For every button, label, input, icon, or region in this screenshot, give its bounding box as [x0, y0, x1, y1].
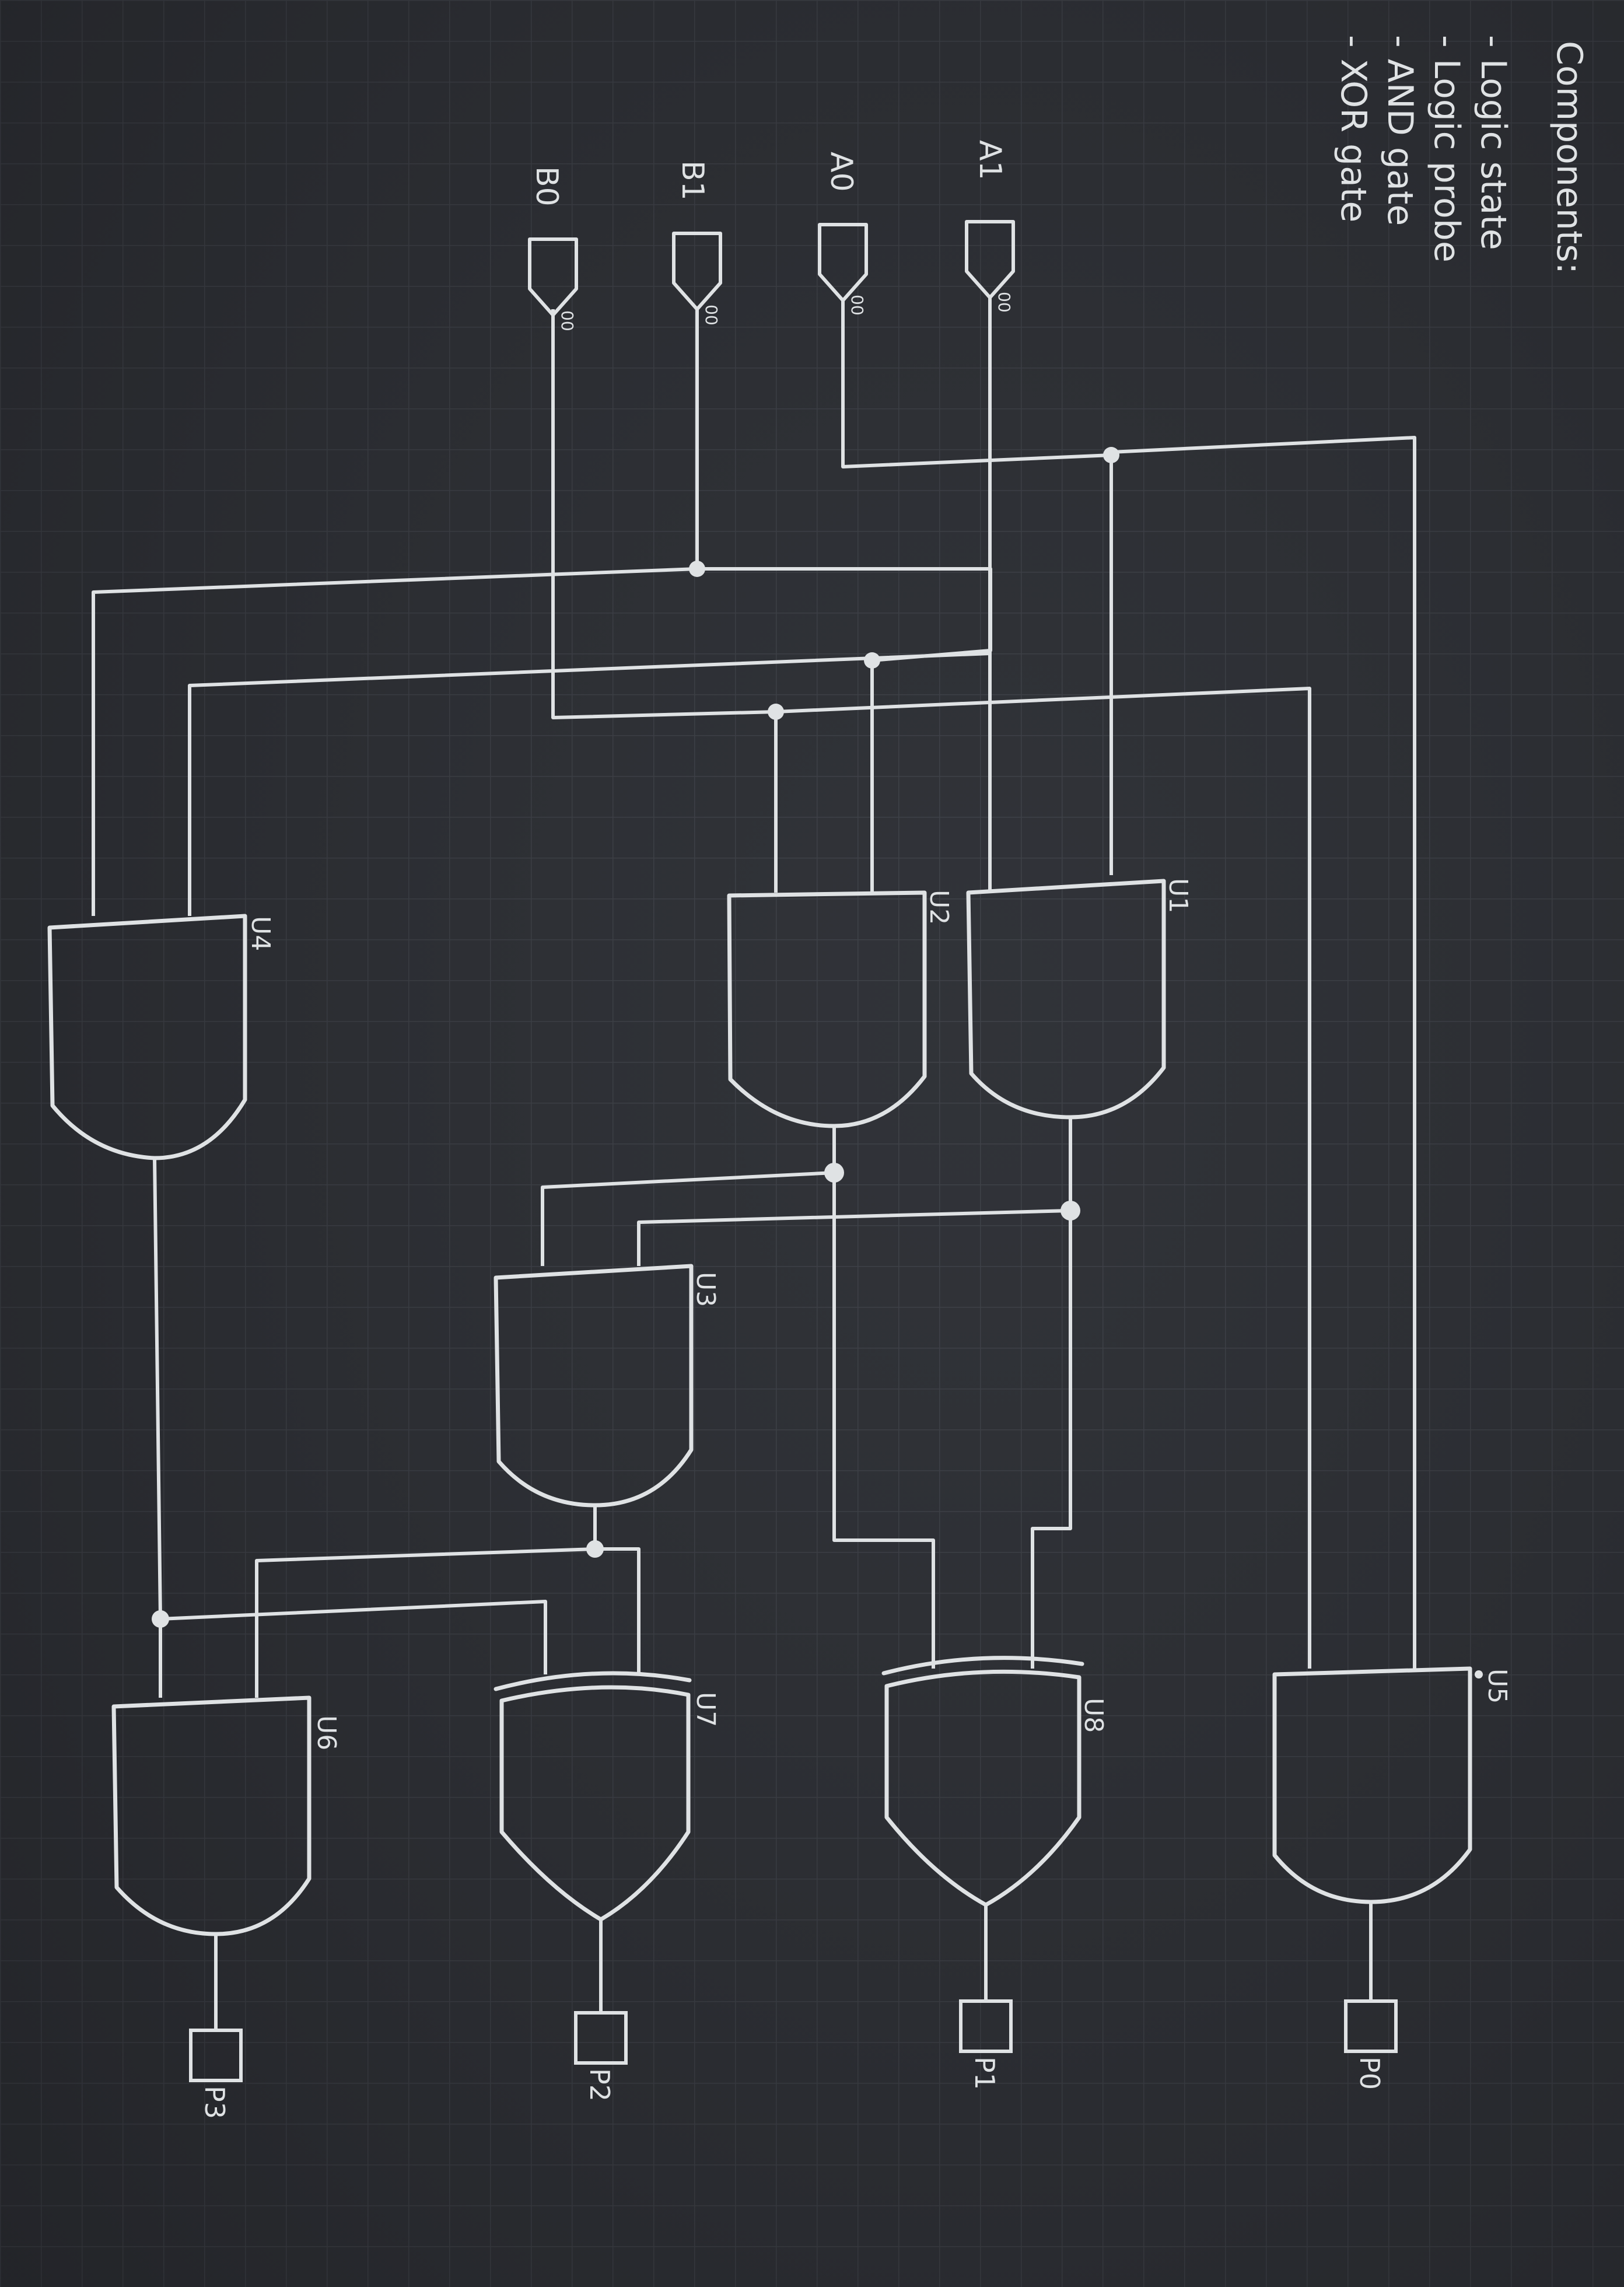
gate-u7-back [494, 1671, 692, 1691]
wire-b1-u2 [697, 567, 992, 893]
junction-u2 [824, 1163, 844, 1183]
legend-item-logic-probe: - Logic probe [1426, 35, 1467, 263]
label-u4: U4 [246, 916, 275, 951]
wires [92, 309, 1416, 2030]
wire-u2-u3 [541, 1171, 835, 1266]
label-p0: P0 [1354, 2057, 1385, 2090]
pin-b0 [528, 237, 578, 317]
probe-p3 [189, 2029, 243, 2082]
legend-item-logic-state: - Logic state [1473, 35, 1514, 250]
label-u7: U7 [691, 1692, 720, 1727]
legend: Components: - Logic state - Logic probe … [1333, 35, 1590, 274]
gate-u5 [1272, 1666, 1472, 1904]
label-b1: B1 [675, 160, 710, 201]
legend-heading: Components: [1549, 41, 1590, 274]
label-u6: U6 [312, 1715, 341, 1750]
state-mark-a0: 00 [848, 295, 867, 316]
gate-u7 [499, 1685, 691, 1922]
junction-a0 [1103, 447, 1119, 463]
probe-p2 [574, 2011, 628, 2065]
label-u3: U3 [691, 1272, 720, 1307]
wire-u1-u3 [637, 1209, 1071, 1266]
wire-u2-out [832, 1126, 935, 1669]
state-mark-a1: 00 [995, 292, 1014, 313]
wire-u4-u7 [160, 1600, 547, 1674]
legend-item-xor-gate: - XOR gate [1333, 35, 1374, 222]
label-u2: U2 [924, 890, 954, 925]
junction-u3 [586, 1540, 604, 1558]
gate-u1 [966, 879, 1166, 1120]
input-labels: A1 A0 B1 B0 [529, 140, 1007, 207]
wire-u1-out [1031, 1117, 1072, 1669]
pin-a0 [818, 223, 868, 310]
probe-p0 [1344, 1999, 1398, 2053]
label-p1: P1 [969, 2057, 1000, 2090]
wire-a0-u5 [1111, 436, 1416, 1669]
gate-labels: U1 U2 U3 U4 U5 U6 U7 U8 [246, 878, 1512, 1750]
gates [47, 879, 1472, 1936]
gate-u2 [727, 890, 927, 1128]
legend-item-and-gate: - AND gate [1380, 35, 1420, 226]
wire-u3-u6 [255, 1547, 596, 1698]
gate-u3 [494, 1264, 694, 1508]
label-b0: B0 [529, 166, 564, 207]
junction-a1 [864, 652, 880, 669]
junction-b1 [689, 561, 705, 577]
label-a1: A1 [972, 140, 1007, 180]
gate-u4 [47, 914, 247, 1160]
wire-u3-u7 [595, 1547, 640, 1674]
state-mark-b0: 00 [558, 310, 577, 331]
junction-u4 [152, 1610, 169, 1628]
gate-u6 [111, 1695, 312, 1936]
gate-u8-back [881, 1656, 1084, 1676]
label-p2: P2 [584, 2068, 615, 2101]
probes [189, 1999, 1398, 2082]
label-a0: A0 [824, 152, 859, 192]
junctions [152, 447, 1483, 1678]
junction-b0 [768, 704, 784, 720]
state-marks: 00 00 00 00 [558, 292, 1014, 331]
probe-p1 [959, 1999, 1013, 2053]
label-p3: P3 [199, 2086, 230, 2119]
wire-b1-u4 [92, 567, 698, 916]
label-u8: U8 [1079, 1698, 1108, 1733]
probe-labels: P3 P2 P1 P0 [199, 2057, 1385, 2119]
label-u1: U1 [1163, 878, 1193, 913]
state-mark-b1: 00 [702, 305, 721, 326]
pin-a1 [965, 220, 1015, 310]
gate-u8 [884, 1669, 1082, 1907]
pin-b1 [672, 232, 722, 311]
wire-a1-u4 [188, 652, 991, 916]
stray-dot [1475, 1670, 1483, 1678]
label-u5: U5 [1482, 1669, 1512, 1704]
input-pins [528, 220, 1015, 317]
wire-a0 [841, 309, 1113, 875]
junction-u1 [1060, 1201, 1080, 1221]
